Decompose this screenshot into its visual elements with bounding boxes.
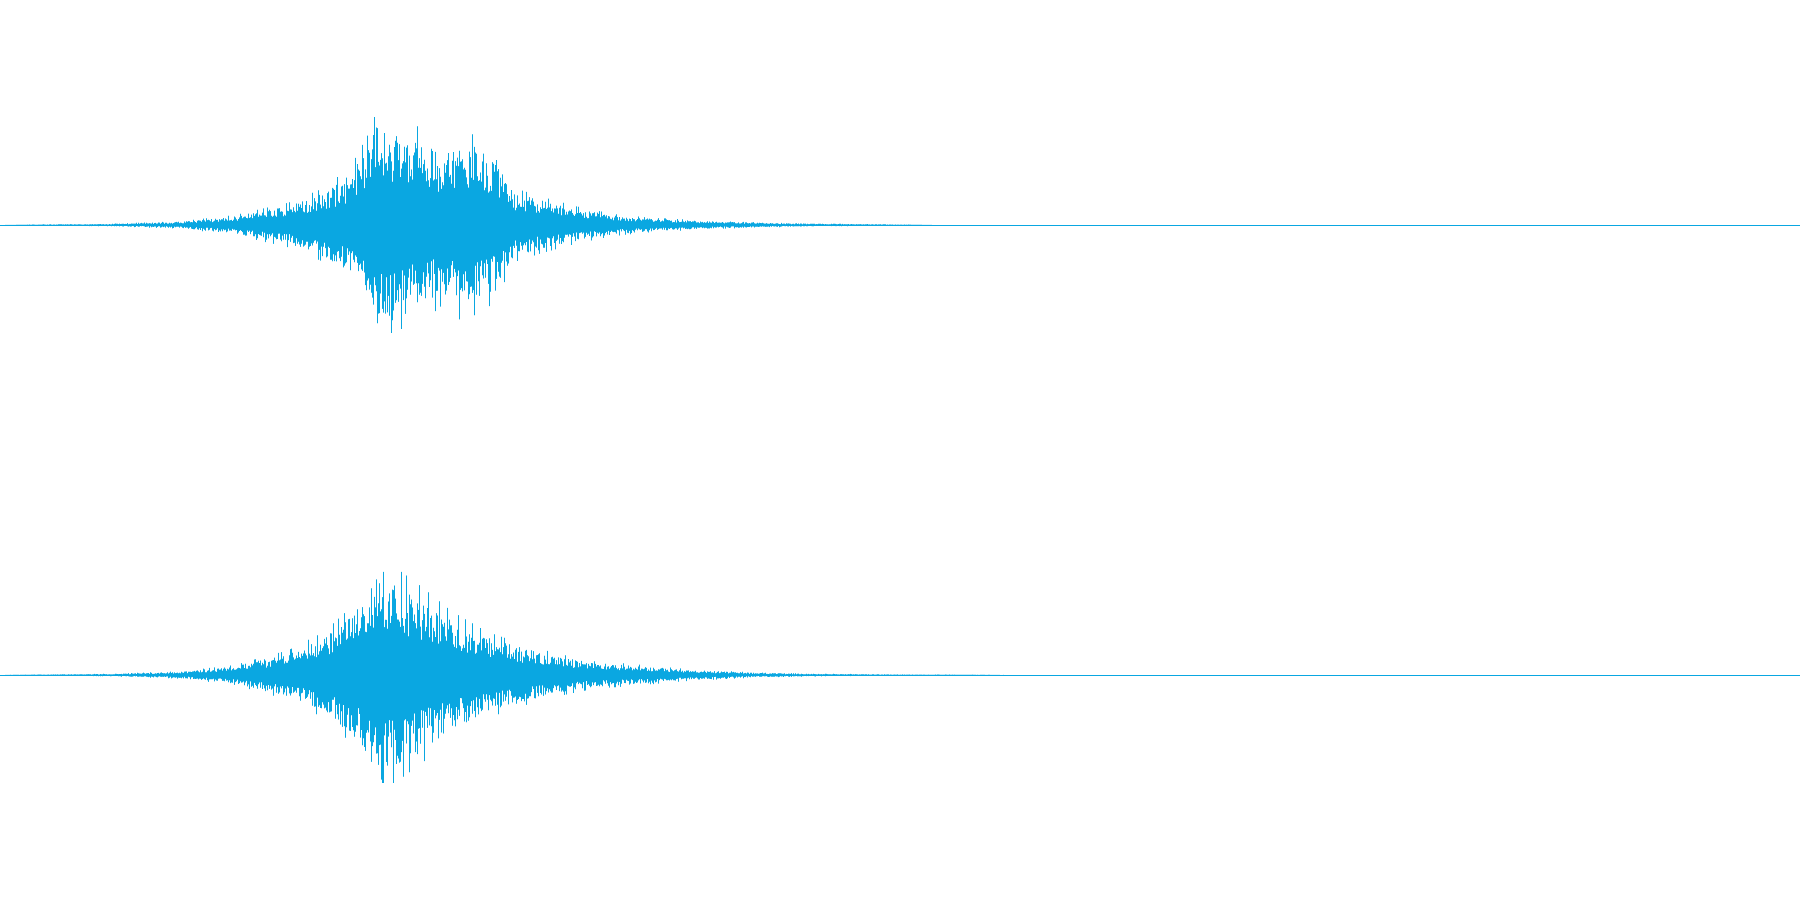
channel-2-waveform-path (4, 571, 1004, 783)
channel-1-waveform (0, 117, 1800, 333)
channel-2-waveform (0, 571, 1800, 783)
channel-1-waveform-path (5, 117, 932, 333)
